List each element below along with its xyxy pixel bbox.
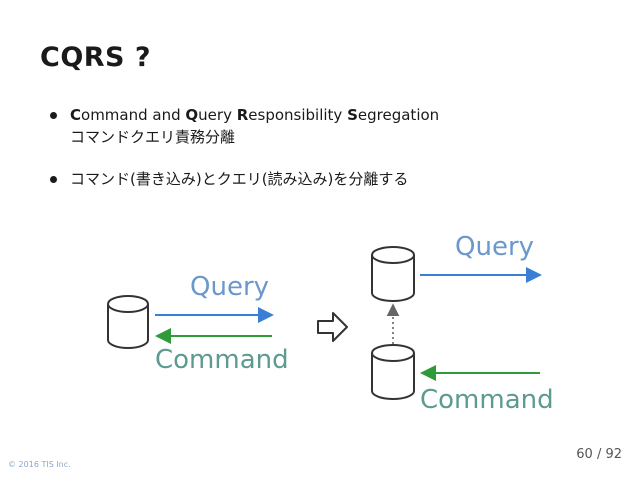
bullet-2-text: コマンド(書き込み)とクエリ(読み込み)を分離する: [70, 170, 408, 188]
page-number: 60 / 92: [576, 447, 622, 462]
slide-title: CQRS ?: [40, 42, 152, 73]
bullet-list: Command and Query Responsibility Segrega…: [48, 104, 608, 210]
query-label-left: Query: [190, 272, 269, 302]
bullet-1-part: esponsibility: [248, 106, 348, 124]
bullet-1-part: ommand and: [81, 106, 186, 124]
command-label-right: Command: [420, 385, 554, 415]
bullet-2-part: コマンド(書き込み)とクエリ(読み込み)を分離する: [70, 170, 409, 188]
copyright-footer: © 2016 TIS Inc.: [8, 460, 71, 469]
bullet-1-part: egregation: [357, 106, 440, 124]
bullet-1-subline: コマンドクエリ責務分離: [70, 128, 236, 146]
database-icon-query: [371, 246, 415, 302]
bullet-separation: コマンド(書き込み)とクエリ(読み込み)を分離する: [48, 168, 608, 190]
bullet-1-part: Q: [185, 106, 199, 124]
transform-arrow-icon: [317, 312, 348, 342]
bullet-cqrs-definition: Command and Query Responsibility Segrega…: [48, 104, 608, 148]
database-icon-single: [107, 295, 149, 349]
query-label-right: Query: [455, 232, 534, 262]
bullet-1-part: R: [236, 106, 249, 124]
bullet-1-part: uery: [198, 106, 237, 124]
database-icon-command: [371, 344, 415, 400]
bullet-1-part: S: [347, 106, 358, 124]
bullet-1-part: C: [70, 106, 82, 124]
bullet-1-text: Command and Query Responsibility Segrega…: [70, 106, 439, 124]
command-label-left: Command: [155, 345, 289, 375]
